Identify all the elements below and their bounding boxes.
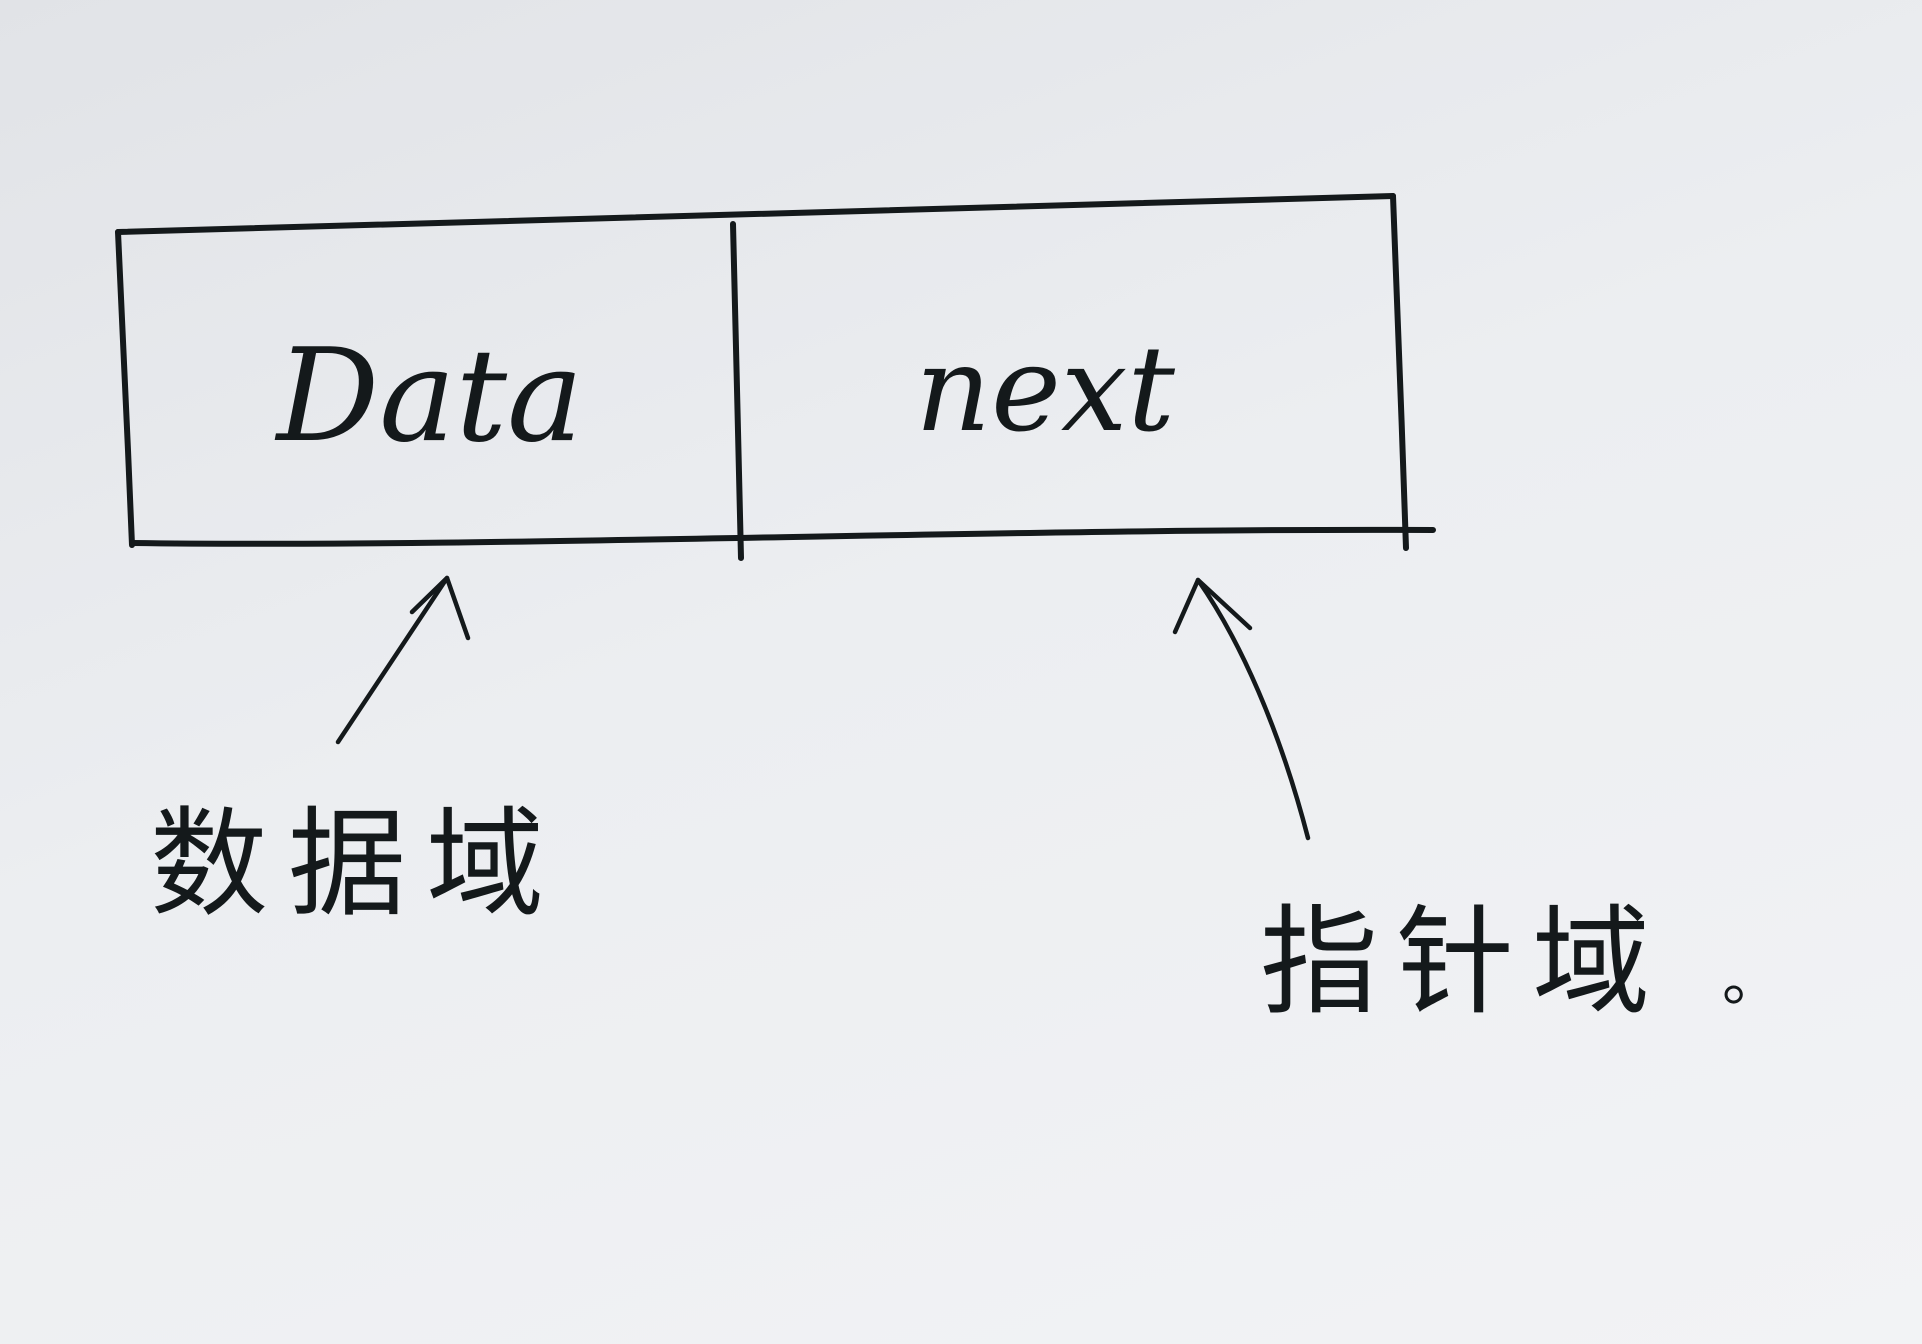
trailing-period-mark: 。 — [1722, 945, 1782, 1015]
data-field-label: Data — [275, 322, 584, 471]
data-domain-arrow-shaft — [335, 575, 450, 745]
node-box-bottom-edge — [129, 526, 1436, 547]
pointer-domain-label: 指针域 — [1260, 893, 1668, 1031]
node-box — [115, 193, 1436, 561]
node-box-divider — [730, 221, 744, 561]
pointer-domain-arrow-head — [1172, 577, 1253, 635]
data-domain-arrow-head — [409, 575, 471, 641]
pointer-domain-arrow — [1172, 577, 1311, 841]
node-box-top-edge — [115, 193, 1396, 235]
pointer-domain-arrow-shaft — [1195, 577, 1311, 841]
next-field-label: next — [915, 320, 1175, 458]
data-domain-arrow — [335, 575, 471, 745]
data-domain-label: 数据域 — [150, 795, 564, 933]
node-box-left-edge — [115, 229, 135, 548]
node-box-right-edge — [1390, 193, 1409, 551]
